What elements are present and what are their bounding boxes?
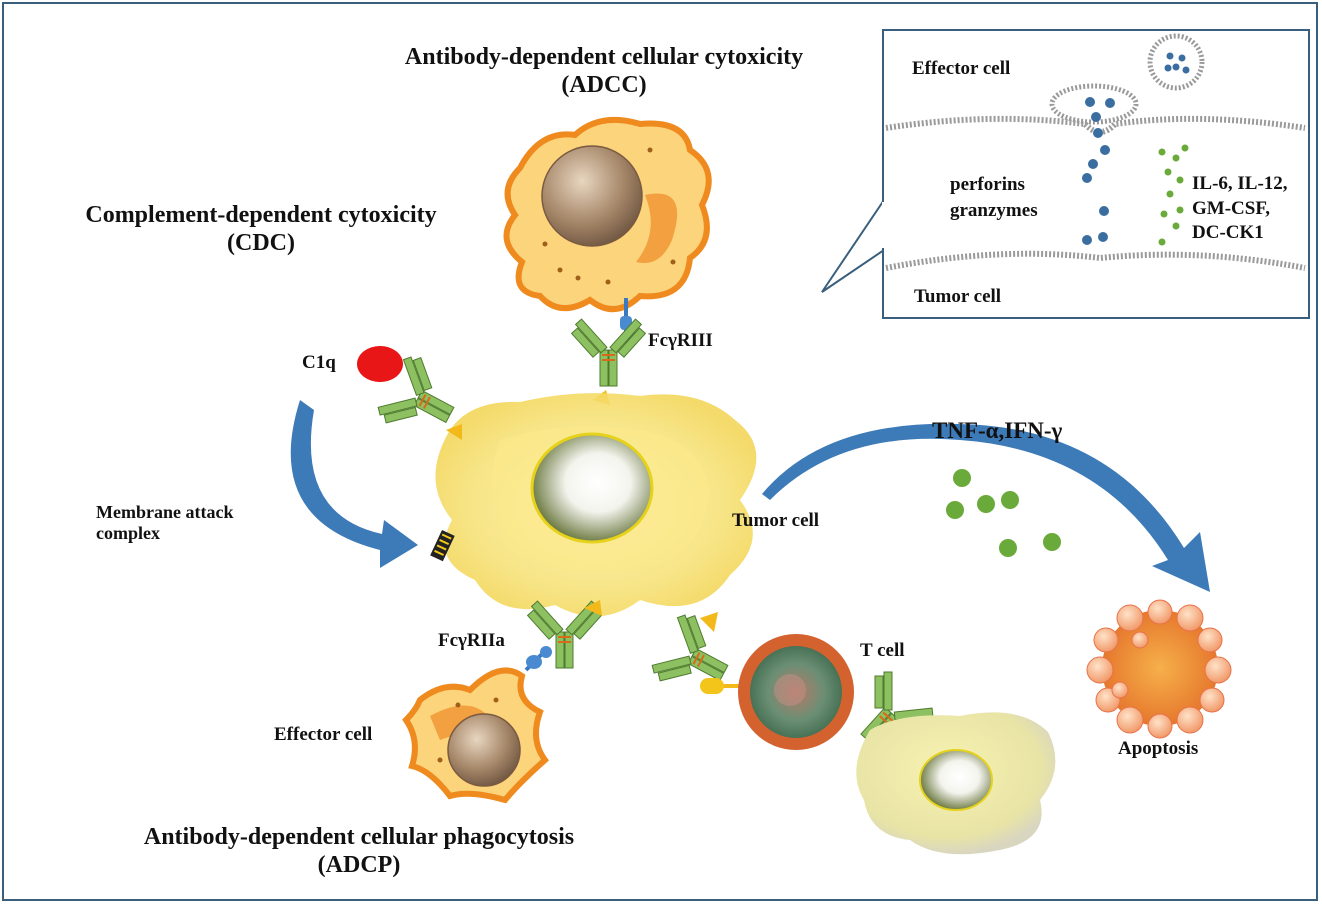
cytokine-dots [946,469,1061,557]
effector-cell-label: Effector cell [274,724,373,745]
fcgr3-label: FcγRIII [648,330,713,351]
adcp-effector-cell [402,667,550,804]
tumor-cell-label: Tumor cell [732,510,820,531]
adcc-effector-cell [503,116,712,312]
target-tumor-cell [856,712,1056,855]
fcgr2a-receptor-icon [524,646,552,672]
inset-panel [821,29,1310,319]
inset-tumor-cell-label: Tumor cell [914,286,1002,307]
granule-dots [1082,52,1190,245]
curved-arrow-icon [290,400,418,568]
t-cell-label: T cell [860,640,905,661]
cytokines-label: IL-6, IL-12,GM-CSF,DC-CK1 [1192,173,1288,244]
curved-arrow-icon [762,423,1210,592]
c1q-molecule [357,346,403,382]
tnf-ifn-label: TNF-α,IFN-γ [932,418,1063,443]
cdc-title: Complement-dependent cytoxicity(CDC) [85,202,437,256]
c1q-label: C1q [302,352,336,373]
antibody-icon [645,605,744,709]
t-cell [738,634,854,750]
membrane-pore-icon [430,530,455,562]
cytokine-dots [1158,144,1189,246]
fcgr2a-label: FcγRIIa [438,630,505,651]
adcp-title: Antibody-dependent cellular phagocytosis… [143,824,575,878]
adcc-title: Antibody-dependent cellular cytoxicity(A… [404,44,804,98]
antibody-icon [567,318,650,387]
apoptosis-label: Apoptosis [1118,738,1199,759]
apoptotic-cell [1086,599,1232,739]
inset-effector-cell-label: Effector cell [912,58,1011,79]
central-tumor-cell [435,393,757,617]
